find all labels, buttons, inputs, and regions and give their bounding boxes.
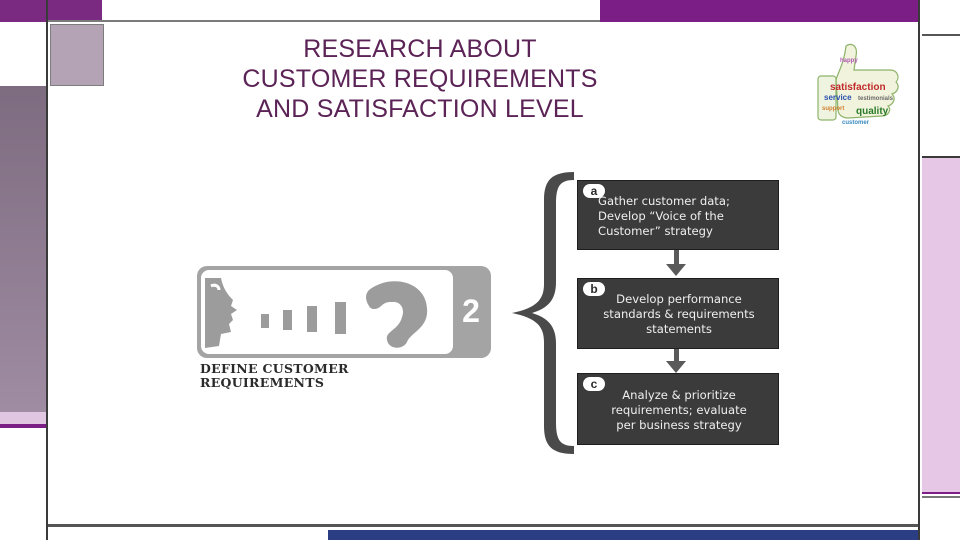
svg-text:satisfaction: satisfaction — [830, 82, 886, 93]
svg-text:quality: quality — [856, 106, 889, 117]
step-a-b-arrow-shaft — [674, 250, 679, 266]
arrow-down-icon — [666, 264, 686, 276]
frame-left-grey-square — [50, 24, 104, 86]
step-a-letter-badge: a — [583, 184, 605, 198]
frame-left-lavender — [0, 412, 46, 426]
curly-brace-icon — [512, 172, 574, 454]
frame-right-lavender-strip — [922, 158, 960, 494]
arrow-down-icon — [666, 361, 686, 373]
step-c-letter-badge: c — [583, 377, 605, 391]
step-a-text: Gather customer data; Develop “Voice of … — [598, 194, 730, 238]
frame-left-vertical-line — [46, 0, 48, 540]
step-b-text: Develop performance standards & requirem… — [603, 292, 755, 336]
frame-top-purple-bar — [600, 0, 918, 22]
step-b-letter-badge: b — [583, 282, 605, 296]
speaking-head-ear-icon — [205, 278, 428, 348]
slide-title: RESEARCH ABOUT CUSTOMER REQUIREMENTS AND… — [150, 34, 690, 124]
title-line-1: RESEARCH ABOUT — [303, 35, 537, 63]
frame-right-top-white — [922, 0, 960, 36]
define-requirements-logo: 2 — [197, 266, 491, 358]
frame-right-vertical-line — [918, 0, 920, 540]
process-label-line-1: DEFINE CUSTOMER — [200, 361, 349, 376]
frame-left-purple-line — [0, 424, 48, 428]
step-c-text: Analyze & prioritize requirements; evalu… — [611, 388, 747, 432]
svg-text:service: service — [824, 93, 852, 102]
frame-left-mauve-strip — [0, 86, 46, 412]
frame-left-top-white — [0, 22, 48, 86]
frame-right-white-block — [922, 36, 960, 159]
step-a-box: a Gather customer data; Develop “Voice o… — [577, 180, 779, 250]
step-b-box: b Develop performance standards & requir… — [577, 278, 779, 349]
frame-top-left-purple — [0, 0, 102, 22]
frame-top-line — [48, 20, 918, 22]
frame-right-bottom-block — [922, 496, 960, 542]
process-step-number: 2 — [462, 293, 480, 329]
svg-text:happy: happy — [840, 58, 858, 64]
thumbs-up-word-cloud-icon: satisfaction service testimonials qualit… — [812, 40, 904, 134]
title-line-3: AND SATISFACTION LEVEL — [256, 95, 584, 123]
frame-bottom-line — [48, 524, 918, 527]
svg-text:support: support — [822, 106, 844, 112]
step-c-box: c Analyze & prioritize requirements; eva… — [577, 373, 779, 445]
process-label: DEFINE CUSTOMER REQUIREMENTS — [200, 362, 450, 390]
title-line-2: CUSTOMER REQUIREMENTS — [242, 65, 598, 93]
svg-text:testimonials: testimonials — [858, 96, 894, 102]
svg-text:customer: customer — [842, 120, 870, 126]
step-b-c-arrow-shaft — [674, 349, 679, 363]
process-label-line-2: REQUIREMENTS — [200, 375, 325, 390]
frame-bottom-blue-bar — [328, 530, 918, 540]
